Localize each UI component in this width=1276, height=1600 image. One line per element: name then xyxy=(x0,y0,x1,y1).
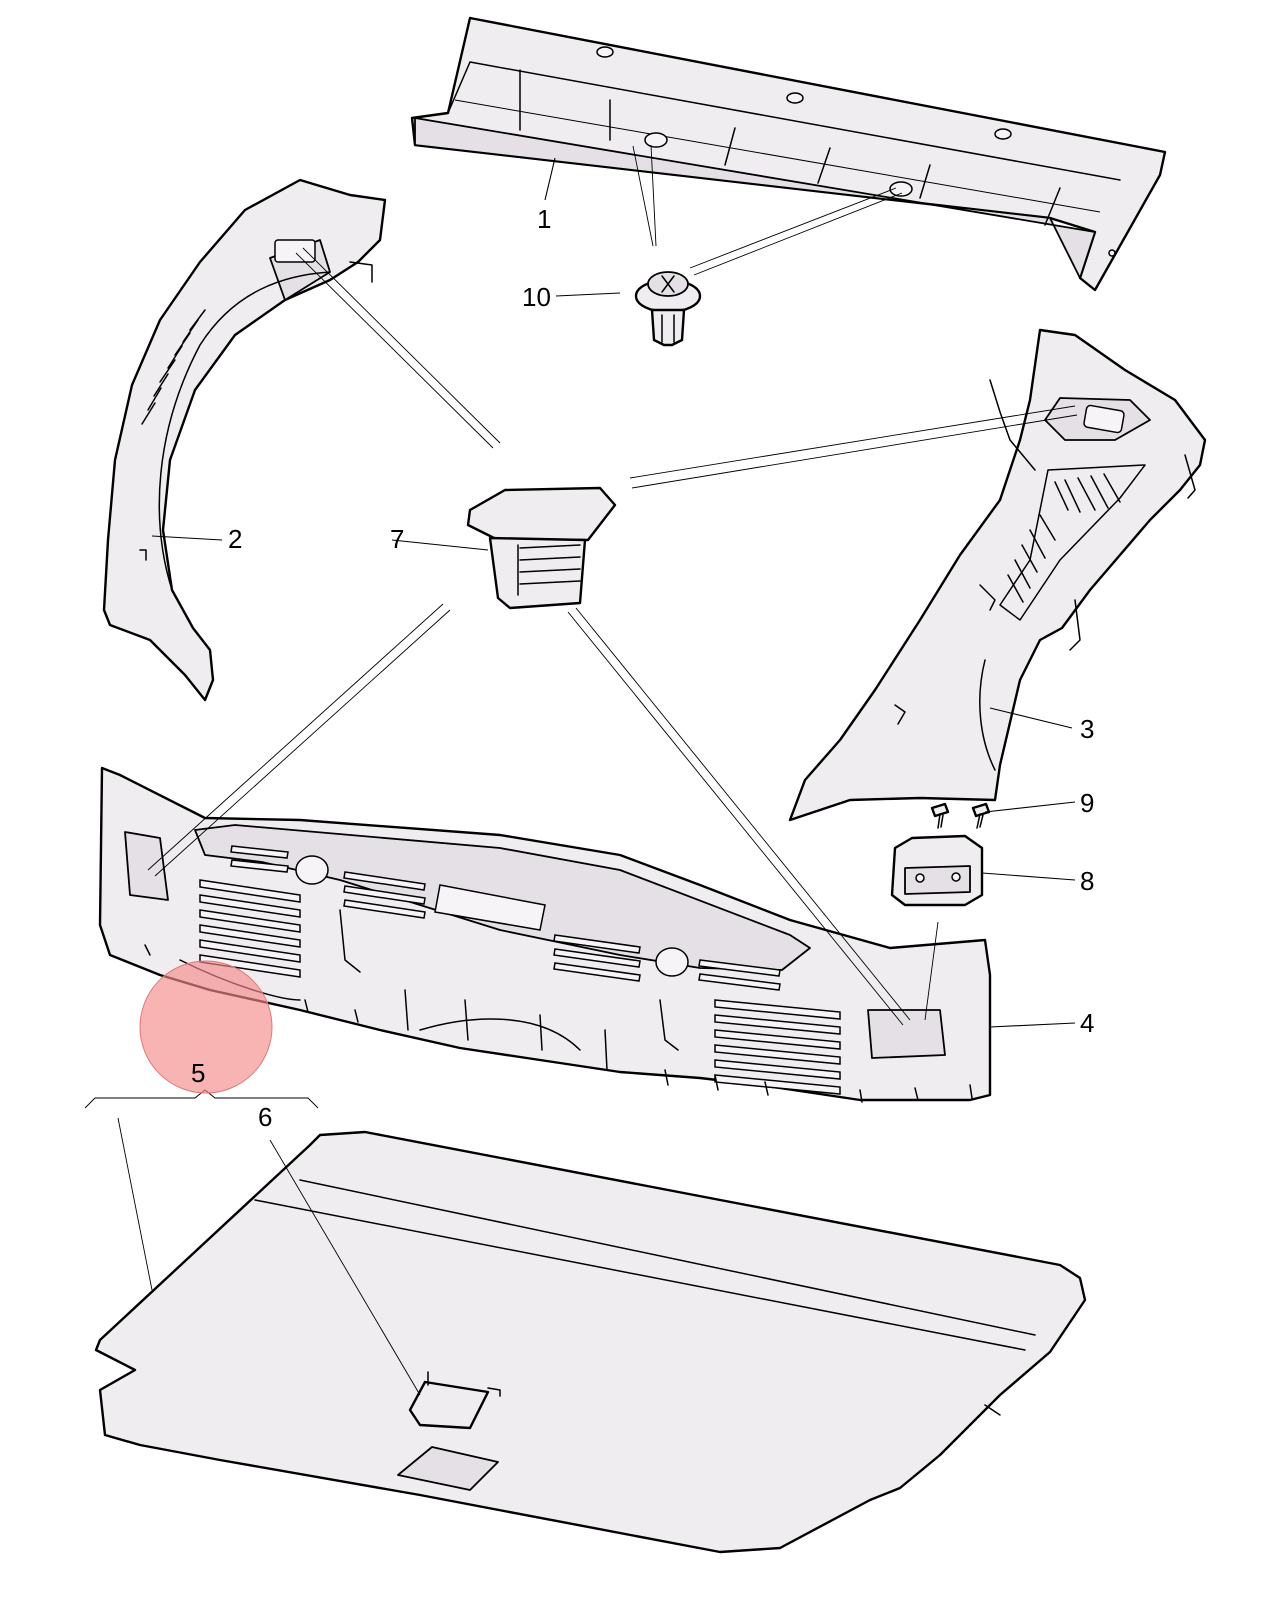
highlight-circle[interactable] xyxy=(139,960,273,1094)
part-5-load-floor[interactable] xyxy=(94,1130,1087,1554)
part-6-floor-hook[interactable] xyxy=(408,1371,501,1430)
connector-lines xyxy=(117,144,1078,1396)
callout-7[interactable]: 7 xyxy=(390,524,404,554)
callout-4[interactable]: 4 xyxy=(1080,1008,1094,1038)
part-10-push-clip[interactable] xyxy=(634,271,702,347)
callout-1[interactable]: 1 xyxy=(537,204,551,234)
part-8-bracket[interactable] xyxy=(890,834,984,907)
leader-lines xyxy=(151,157,1076,1028)
part-3-right-quarter-trim[interactable] xyxy=(788,328,1207,822)
callout-8[interactable]: 8 xyxy=(1080,866,1094,896)
callout-6[interactable]: 6 xyxy=(258,1102,272,1132)
part-2-left-arch-trim[interactable] xyxy=(102,178,387,702)
right-grille xyxy=(714,999,841,1095)
callout-3[interactable]: 3 xyxy=(1080,714,1094,744)
callout-5[interactable]: 5 xyxy=(191,1058,205,1088)
upper-vent-slots xyxy=(230,845,781,991)
left-grille xyxy=(199,879,301,978)
callout-2[interactable]: 2 xyxy=(228,524,242,554)
part-9-screws[interactable] xyxy=(930,802,991,829)
callout-9[interactable]: 9 xyxy=(1080,788,1094,818)
part-1-rear-trim-rail[interactable] xyxy=(410,16,1167,292)
callout-10[interactable]: 10 xyxy=(522,282,551,312)
part-7-cover-plug[interactable] xyxy=(466,486,617,610)
callout-labels: 1 10 2 7 3 9 8 4 5 6 xyxy=(191,204,1094,1132)
